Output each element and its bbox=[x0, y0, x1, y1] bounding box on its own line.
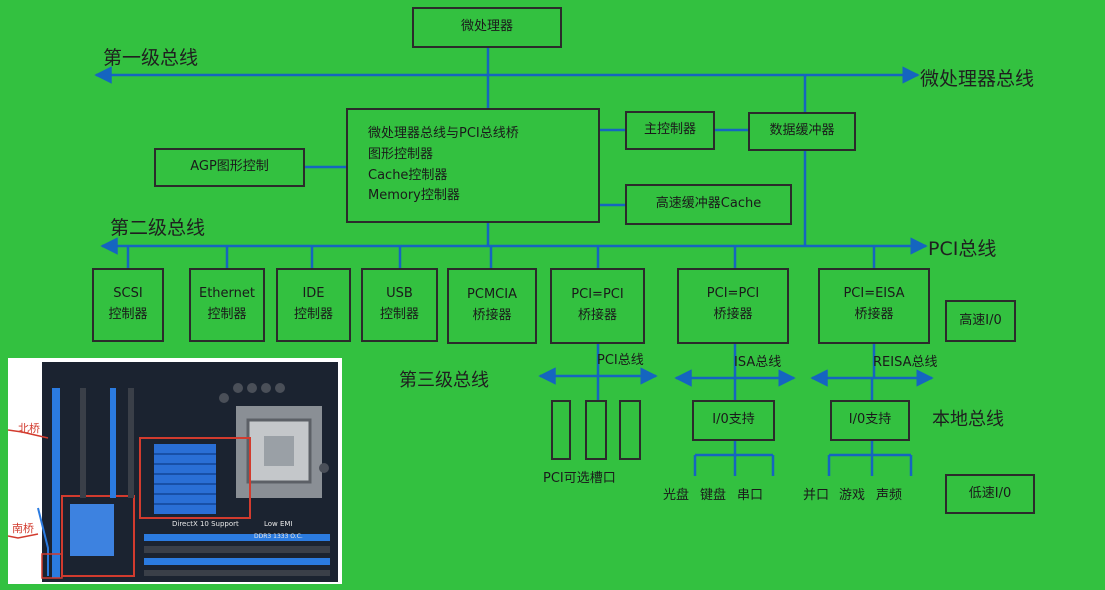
north-bridge-photo-label: 北桥 bbox=[18, 422, 40, 435]
local-bus-label: 本地总线 bbox=[932, 409, 1004, 430]
io-device-game: 游戏 bbox=[839, 488, 866, 503]
pci-eisa-sub-label: 桥接器 bbox=[854, 306, 894, 322]
board-silk-directx: DirectX 10 Support bbox=[172, 520, 239, 528]
low-speed-io-label: 低速I/0 bbox=[968, 485, 1012, 501]
scsi-sub-label: 控制器 bbox=[108, 307, 148, 322]
ethernet-sub-label: 控制器 bbox=[207, 307, 247, 322]
first-level-bus-label: 第一级总线 bbox=[103, 47, 199, 69]
pci-pci-bridge-box-1: PCI=PCI 桥接器 bbox=[550, 268, 645, 344]
pci-pci-sub-label-2: 桥接器 bbox=[713, 306, 753, 322]
south-bridge-photo-label: 南桥 bbox=[12, 522, 34, 535]
pcmcia-bridge-box: PCMCIA 桥接器 bbox=[447, 268, 537, 344]
io-support-label-2: I/0支持 bbox=[848, 412, 892, 428]
ethernet-label: Ethernet bbox=[199, 286, 255, 302]
cache-label: 高速缓冲器Cache bbox=[655, 196, 762, 212]
pci-eisa-bridge-box: PCI=EISA 桥接器 bbox=[818, 268, 930, 344]
io-device-keyboard: 键盘 bbox=[700, 488, 727, 503]
microprocessor-box: 微处理器 bbox=[412, 7, 562, 48]
ide-label: IDE bbox=[302, 286, 325, 302]
motherboard-illustration: DirectX 10 Support Low EMI DDR3 1333 O.C… bbox=[7, 362, 338, 582]
microprocessor-label: 微处理器 bbox=[460, 19, 513, 35]
scsi-controller-box: SCSI 控制器 bbox=[92, 268, 164, 342]
isa-bus-label: ISA总线 bbox=[734, 355, 782, 370]
io-device-cdrom: 光盘 bbox=[663, 488, 690, 503]
pci-slot-2 bbox=[585, 400, 607, 460]
ethernet-controller-box: Ethernet 控制器 bbox=[189, 268, 265, 342]
io-support-box-2: I/0支持 bbox=[830, 400, 910, 441]
pci-bus-label: PCI总线 bbox=[928, 238, 997, 260]
third-level-bus-label: 第三级总线 bbox=[399, 370, 489, 391]
data-buffer-box: 数据缓冲器 bbox=[748, 112, 856, 151]
ide-sub-label: 控制器 bbox=[293, 307, 333, 322]
usb-sub-label: 控制器 bbox=[379, 307, 419, 322]
north-bridge-line-2: 图形控制器 bbox=[368, 146, 434, 162]
cache-box: 高速缓冲器Cache bbox=[625, 184, 792, 225]
io-device-serial: 串口 bbox=[737, 488, 764, 503]
main-controller-label: 主控制器 bbox=[643, 122, 696, 138]
second-level-bus-label: 第二级总线 bbox=[110, 217, 206, 239]
pci-pci-label-2: PCI=PCI bbox=[706, 286, 760, 301]
main-controller-box: 主控制器 bbox=[625, 111, 715, 150]
pci-eisa-label: PCI=EISA bbox=[843, 286, 905, 301]
pcmcia-sub-label: 桥接器 bbox=[472, 308, 512, 323]
low-speed-io-box: 低速I/0 bbox=[945, 474, 1035, 514]
pci-slot-3 bbox=[619, 400, 641, 460]
io-support-box-1: I/0支持 bbox=[692, 400, 775, 441]
high-speed-io-label: 高速I/0 bbox=[959, 312, 1002, 328]
board-silk-ddr3: DDR3 1333 O.C. bbox=[254, 533, 303, 540]
io-support-label-1: I/0支持 bbox=[712, 412, 755, 428]
io-device-parallel: 并口 bbox=[803, 488, 830, 503]
north-bridge-line-1: 微处理器总线与PCI总线桥 bbox=[368, 125, 519, 141]
usb-controller-box: USB 控制器 bbox=[361, 268, 438, 342]
scsi-label: SCSI bbox=[113, 286, 143, 302]
agp-graphics-box: AGP图形控制 bbox=[154, 148, 305, 187]
eisa-bus-label: REISA总线 bbox=[873, 355, 938, 370]
pci-slot-1 bbox=[551, 400, 571, 460]
north-bridge-line-4: Memory控制器 bbox=[368, 188, 460, 204]
usb-label: USB bbox=[386, 286, 413, 302]
agp-graphics-label: AGP图形控制 bbox=[190, 159, 269, 175]
pci-pci-bridge-box-2: PCI=PCI 桥接器 bbox=[677, 268, 789, 344]
board-silk-emi: Low EMI bbox=[264, 520, 293, 528]
pci-slots-label: PCI可选槽口 bbox=[543, 471, 616, 486]
pci-pci-sub-label-1: 桥接器 bbox=[577, 308, 617, 323]
high-speed-io-box: 高速I/0 bbox=[945, 300, 1016, 342]
pcmcia-label: PCMCIA bbox=[467, 287, 517, 303]
north-bridge-line-3: Cache控制器 bbox=[368, 167, 448, 183]
cpu-bus-label: 微处理器总线 bbox=[920, 68, 1035, 90]
motherboard-photo: DirectX 10 Support Low EMI DDR3 1333 O.C… bbox=[7, 358, 342, 584]
pci-bus-small-label: PCI总线 bbox=[597, 353, 644, 368]
pci-pci-label-1: PCI=PCI bbox=[571, 287, 624, 303]
data-buffer-label: 数据缓冲器 bbox=[769, 123, 835, 139]
north-bridge-box: 微处理器总线与PCI总线桥 图形控制器 Cache控制器 Memory控制器 bbox=[346, 108, 600, 223]
ide-controller-box: IDE 控制器 bbox=[276, 268, 351, 342]
io-device-audio: 声频 bbox=[876, 488, 903, 503]
